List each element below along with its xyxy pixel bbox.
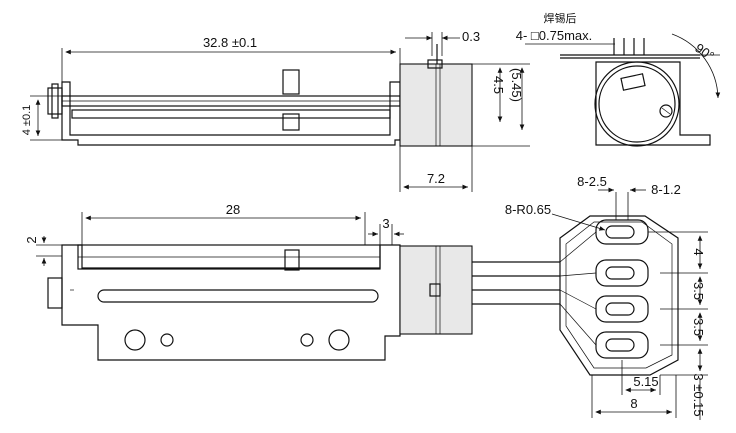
pad-3: [595, 295, 649, 323]
width-top-label: 8-1.2: [651, 182, 681, 197]
pad-2: [595, 259, 649, 287]
dim-shaft-end-label: 3: [382, 216, 389, 231]
dim-3-015-label: 3 ±0.15: [691, 373, 706, 416]
dim-515-label: 5.15: [633, 374, 658, 389]
pad-4: [595, 331, 649, 359]
dim-4-label: 4: [691, 248, 706, 255]
end-view: 焊锡后 4- □0.75max. 90°: [516, 11, 721, 147]
pad-1: [595, 219, 649, 245]
dim-gap-label: 0.3: [462, 29, 480, 44]
pitch-top-label: 8-2.5: [577, 174, 607, 189]
dim-height-label: 4 ±0.1: [21, 105, 33, 136]
dim-3-5-a-label: 3.5: [691, 282, 706, 300]
dim-8-label: 8: [630, 396, 637, 411]
note-after-solder: 焊锡后: [544, 11, 577, 25]
note-pins: 4- □0.75max.: [516, 28, 593, 43]
fpc-detail: 8-2.5 8-1.2 8-R0.65 4 3.5 3.5 3 ±0.15 5.…: [505, 174, 708, 420]
radius-label: 8-R0.65: [505, 202, 551, 217]
angle-label: 90°: [692, 40, 717, 64]
dim-outer-dia-label: (5.45): [509, 68, 524, 102]
top-view: 32.8 ±0.1 4 ±0.1 7.2 0.3 4.5 (5.45): [21, 29, 530, 192]
dim-stroke-label: 28: [226, 202, 240, 217]
dim-motor-width-label: 7.2: [427, 171, 445, 186]
dim-left-label: 2: [24, 236, 39, 243]
side-view: 28 3 2: [24, 202, 560, 361]
dim-length-label: 32.8 ±0.1: [203, 35, 257, 50]
dim-inner-dia-label: 4.5: [491, 76, 506, 94]
dim-3-5-b-label: 3.5: [691, 318, 706, 336]
